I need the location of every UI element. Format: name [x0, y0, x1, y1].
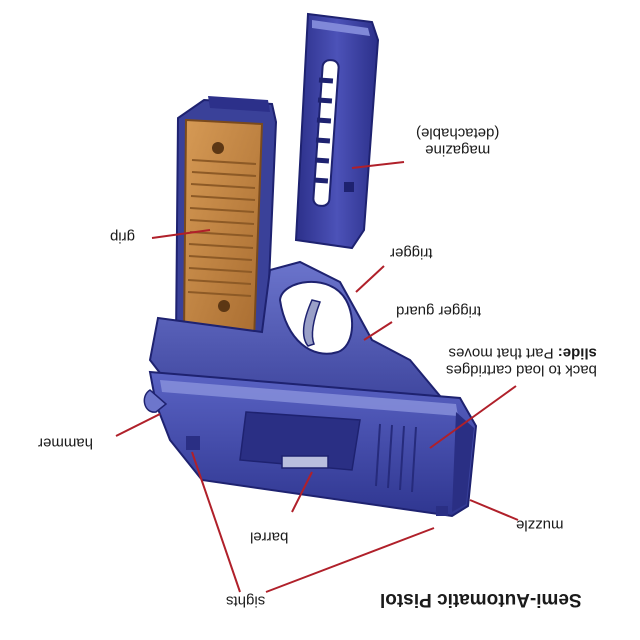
label-sights: sights [226, 592, 265, 609]
label-trigger-guard: trigger guard [396, 302, 481, 319]
leader-hammer [116, 414, 160, 436]
leader-sights-front [266, 528, 434, 592]
leader-muzzle [470, 500, 518, 520]
label-barrel: barrel [250, 528, 288, 545]
label-slide-term: slide: [558, 344, 597, 361]
label-slide: back to load cartridges slide: Part that… [446, 344, 597, 379]
diagram-title: Semi-Automatic Pistol [380, 588, 582, 610]
label-grip: grip [110, 228, 135, 245]
label-slide-desc-2: back to load cartridges [446, 361, 597, 378]
magazine-part [296, 14, 378, 248]
label-hammer: hammer [38, 434, 93, 451]
label-slide-desc-1: Part that moves [449, 344, 554, 361]
label-muzzle: muzzle [516, 516, 564, 533]
grip-part [176, 96, 276, 356]
label-magazine: magazine (detachable) [416, 124, 499, 159]
label-trigger: trigger [390, 244, 433, 261]
label-magazine-word: magazine [416, 141, 499, 158]
label-magazine-note: (detachable) [416, 124, 499, 141]
leader-trigger [356, 266, 384, 292]
